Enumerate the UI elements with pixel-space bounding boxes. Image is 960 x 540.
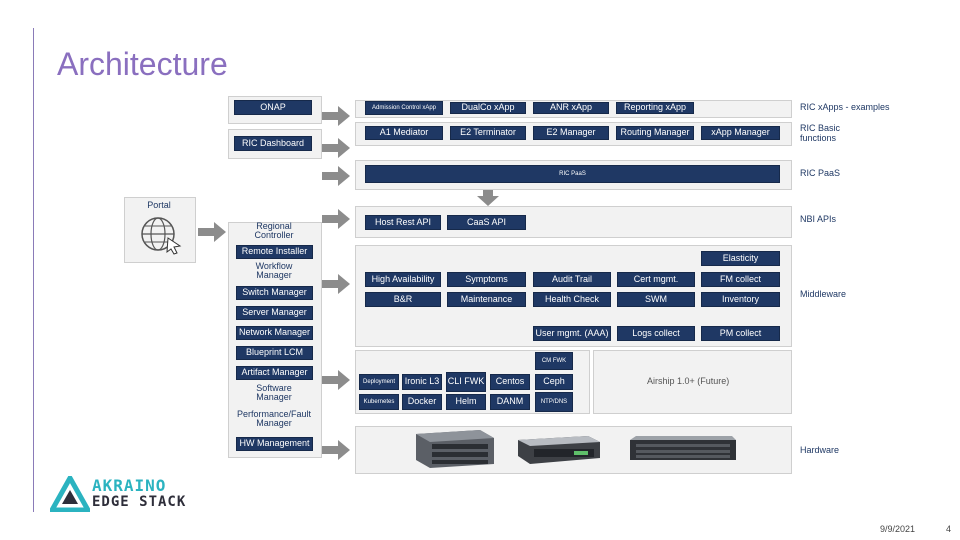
server-manager-box[interactable]: Server Manager	[236, 306, 313, 320]
storage-server-icon	[630, 436, 736, 460]
arrow-down-icon	[477, 184, 499, 206]
label-ric-xapps: RIC xApps - examples	[800, 102, 890, 112]
blueprint-lcm-box[interactable]: Blueprint LCM	[236, 346, 313, 360]
cli-fwk-box[interactable]: CLI FWK	[446, 372, 486, 392]
regional-controller-label: Regional Controller	[254, 221, 294, 241]
footer-page-number: 4	[946, 524, 952, 534]
label-ric-basic: RIC Basic functions	[800, 123, 841, 144]
xapp-manager-box[interactable]: xApp Manager	[701, 126, 780, 140]
a1-mediator-box[interactable]: A1 Mediator	[365, 126, 443, 140]
performance-fault-manager-label: Performance/Fault Manager	[236, 409, 312, 429]
swm-box[interactable]: SWM	[617, 292, 695, 307]
symptoms-box[interactable]: Symptoms	[447, 272, 526, 287]
health-check-box[interactable]: Health Check	[533, 292, 611, 307]
ntp-dns-box[interactable]: NTP/DNS	[535, 392, 573, 412]
airship-label: Airship 1.0+ (Future)	[647, 376, 730, 386]
centos-box[interactable]: Centos	[490, 374, 530, 390]
cert-mgmt-box[interactable]: Cert mgmt.	[617, 272, 695, 287]
maintenance-box[interactable]: Maintenance	[447, 292, 526, 307]
logo-line2: EDGE STACK	[92, 494, 187, 510]
remote-installer-box[interactable]: Remote Installer	[236, 245, 313, 259]
globe-cursor-icon	[141, 217, 182, 255]
xapp-anr[interactable]: ANR xApp	[533, 102, 609, 114]
user-mgmt-box[interactable]: User mgmt. (AAA)	[533, 326, 611, 341]
page-title: Architecture	[57, 46, 228, 82]
hw-management-box[interactable]: HW Management	[236, 437, 313, 451]
audit-trail-box[interactable]: Audit Trail	[533, 272, 611, 287]
elasticity-box[interactable]: Elasticity	[701, 251, 780, 266]
portal-panel	[124, 197, 196, 263]
portal-label: Portal	[147, 200, 171, 210]
blade-server-icon	[416, 430, 494, 468]
b-and-r-box[interactable]: B&R	[365, 292, 441, 307]
arrow-right-icon	[198, 106, 350, 460]
rack-server-icon	[518, 436, 600, 464]
label-middleware: Middleware	[800, 289, 847, 299]
host-rest-api-box[interactable]: Host Rest API	[365, 215, 441, 230]
xapp-admission-control[interactable]: Admission Control xApp	[365, 101, 443, 115]
title-rule	[33, 28, 34, 512]
regional-controller-panel	[228, 222, 322, 458]
label-hardware: Hardware	[800, 445, 840, 455]
ric-dashboard-box[interactable]: RIC Dashboard	[234, 136, 312, 151]
xapp-dualco[interactable]: DualCo xApp	[450, 102, 526, 114]
workflow-manager-label: Workflow Manager	[255, 261, 293, 281]
label-nbi-apis: NBI APIs	[800, 214, 837, 224]
airship-panel	[593, 350, 792, 414]
ceph-box[interactable]: Ceph	[535, 374, 573, 390]
deployment-box[interactable]: Deployment	[359, 374, 399, 390]
switch-manager-box[interactable]: Switch Manager	[236, 286, 313, 300]
e2-terminator-box[interactable]: E2 Terminator	[450, 126, 526, 140]
software-manager-label: Software Manager	[256, 383, 292, 403]
footer-date: 9/9/2021	[880, 524, 916, 534]
label-ric-paas: RIC PaaS	[800, 168, 841, 178]
ric-paas-bar[interactable]: RIC PaaS	[365, 165, 780, 183]
onap-box[interactable]: ONAP	[234, 100, 312, 115]
logs-collect-box[interactable]: Logs collect	[617, 326, 695, 341]
xapp-reporting[interactable]: Reporting xApp	[616, 102, 694, 114]
fm-collect-box[interactable]: FM collect	[701, 272, 780, 287]
helm-box[interactable]: Helm	[446, 394, 486, 410]
network-manager-box[interactable]: Network Manager	[236, 326, 313, 340]
cm-fwk-box[interactable]: CM FWK	[535, 352, 573, 370]
logo-line1: AKRAINO	[92, 476, 167, 495]
e2-manager-box[interactable]: E2 Manager	[533, 126, 609, 140]
ironic-l3-box[interactable]: Ironic L3	[402, 374, 442, 390]
akraino-logo-icon	[50, 476, 90, 512]
kubernetes-box[interactable]: Kubernetes	[359, 394, 399, 410]
caas-api-box[interactable]: CaaS API	[447, 215, 526, 230]
danm-box[interactable]: DANM	[490, 394, 530, 410]
inventory-box[interactable]: Inventory	[701, 292, 780, 307]
high-availability-box[interactable]: High Availability	[365, 272, 441, 287]
routing-manager-box[interactable]: Routing Manager	[616, 126, 694, 140]
pm-collect-box[interactable]: PM collect	[701, 326, 780, 341]
docker-box[interactable]: Docker	[402, 394, 442, 410]
artifact-manager-box[interactable]: Artifact Manager	[236, 366, 313, 380]
